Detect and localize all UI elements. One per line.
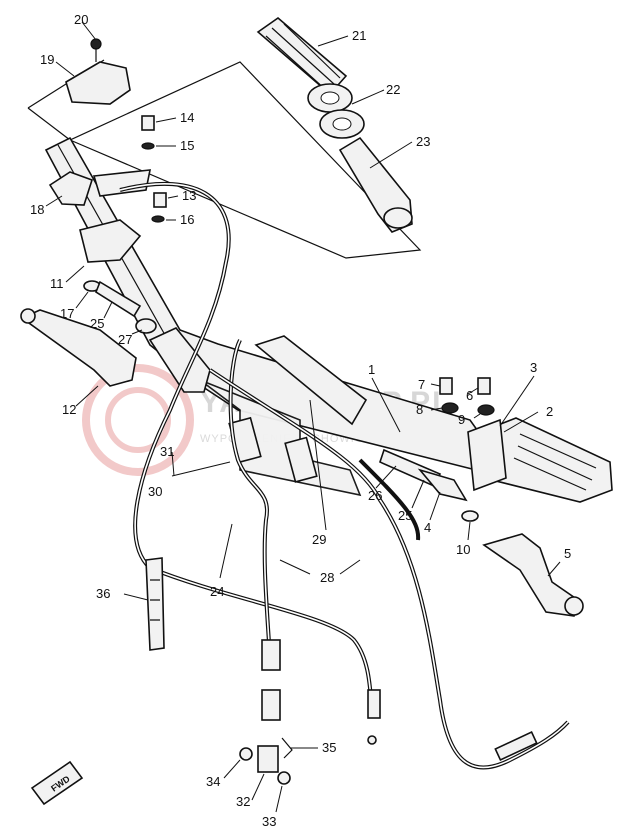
clutch-bracket	[79, 219, 142, 263]
callout-34: 34	[206, 774, 220, 789]
throttle-cable-holder	[417, 468, 468, 502]
callout-25: 25	[90, 316, 104, 331]
callout-8: 8	[416, 402, 423, 417]
callout-29: 29	[312, 532, 326, 547]
adjuster-body	[92, 169, 151, 197]
clip-35	[281, 737, 293, 759]
callout-7: 7	[418, 377, 425, 392]
callout-22: 22	[386, 82, 400, 97]
callout-15: 15	[180, 138, 194, 153]
left-grip	[256, 16, 348, 96]
washer-9	[477, 404, 495, 416]
callout-12: 12	[62, 402, 76, 417]
callout-24: 24	[210, 584, 224, 599]
upper-clamp	[65, 61, 131, 105]
bolt-13	[153, 192, 167, 208]
callout-30: 30	[148, 484, 162, 499]
bolt-33	[277, 771, 291, 785]
callout-28: 28	[320, 570, 334, 585]
callout-18: 18	[30, 202, 44, 217]
callout-5: 5	[564, 546, 571, 561]
callout-21: 21	[352, 28, 366, 43]
callout-31: 31	[160, 444, 174, 459]
callout-9: 9	[458, 412, 465, 427]
throttle-cable-end	[367, 689, 381, 719]
adjuster-27	[135, 318, 157, 334]
callout-14: 14	[180, 110, 194, 125]
callout-16: 16	[180, 212, 194, 227]
adjuster-bolt	[95, 280, 142, 318]
callout-4: 4	[424, 520, 431, 535]
callout-19: 19	[40, 52, 54, 67]
bolt-6	[477, 377, 491, 395]
callout-3: 3	[530, 360, 537, 375]
callout-36: 36	[96, 586, 110, 601]
throttle-housing-assy	[254, 335, 368, 426]
nut-34	[239, 747, 253, 761]
fwd-indicator: FWD	[30, 760, 84, 806]
nut-10	[461, 510, 479, 522]
brake-cable-end	[494, 731, 538, 761]
cables	[119, 181, 570, 770]
callout-10: 10	[456, 542, 470, 557]
switch-housing-left	[148, 327, 211, 393]
callout-26: 26	[368, 488, 382, 503]
explode-boundary	[27, 61, 422, 259]
washer-8	[441, 402, 459, 414]
callout-35: 35	[322, 740, 336, 755]
cable-bracket	[257, 745, 279, 773]
callout-17: 17	[60, 306, 74, 321]
callout-27: 27	[118, 332, 132, 347]
callout-23: 23	[416, 134, 430, 149]
callout-13: 13	[182, 188, 196, 203]
bolt-14	[141, 115, 155, 131]
callout-2: 2	[546, 404, 553, 419]
washer-15	[141, 142, 155, 150]
callout-25: 25	[398, 508, 412, 523]
callout-6: 6	[466, 388, 473, 403]
washer-16	[151, 215, 165, 223]
callout-11: 11	[50, 276, 64, 291]
callout-1: 1	[368, 362, 375, 377]
callout-33: 33	[262, 814, 276, 829]
throttle-housing	[467, 418, 507, 492]
clutch-lever	[20, 309, 137, 387]
clutch-cable-adjuster	[261, 689, 281, 721]
clamp-bolt	[90, 38, 102, 50]
clutch-cable-end	[261, 639, 281, 671]
callout-32: 32	[236, 794, 250, 809]
cable-band	[145, 557, 165, 651]
leader-lines	[45, 21, 561, 813]
callout-20: 20	[74, 12, 88, 27]
bolt-7	[439, 377, 453, 395]
